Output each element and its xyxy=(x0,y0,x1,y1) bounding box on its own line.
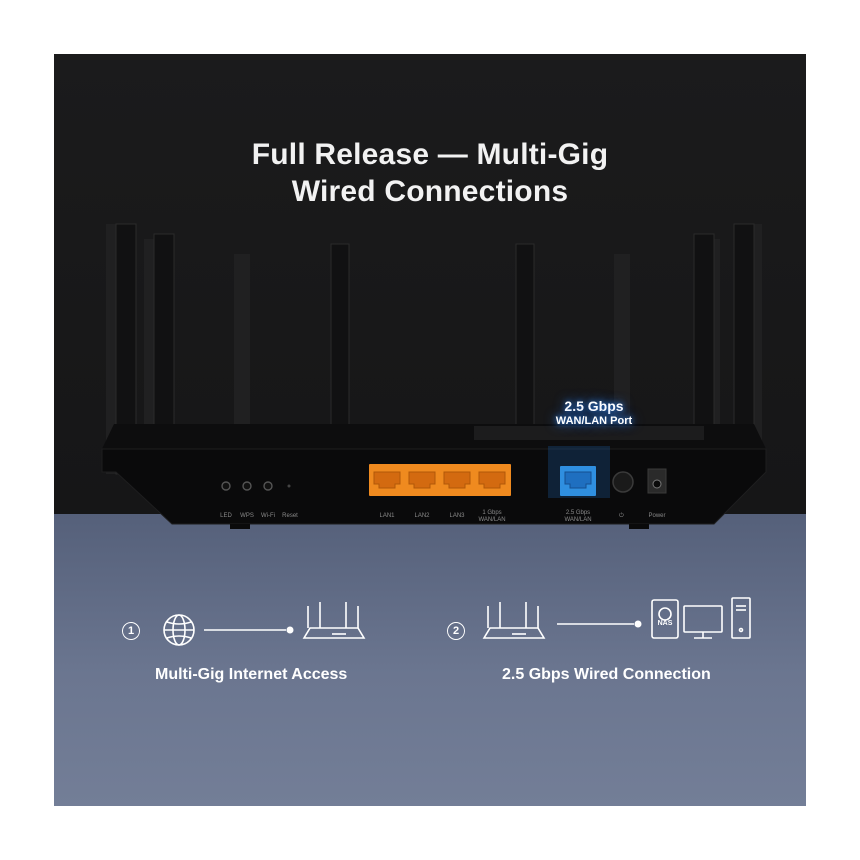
port4-speed: 1 Gbps xyxy=(482,510,502,516)
callout-port: WAN/LAN Port xyxy=(555,415,633,427)
desktop-tower-icon xyxy=(731,597,751,639)
wan-port-callout: 2.5 Gbps WAN/LAN Port xyxy=(534,398,654,427)
router-vent xyxy=(474,426,704,440)
router-illustration: ⏻ xyxy=(101,223,767,646)
reset-pinhole xyxy=(287,484,291,488)
feature-2-number: 2 xyxy=(447,622,465,640)
feature-1-caption: Multi-Gig Internet Access xyxy=(155,666,348,683)
feature-1-diagram xyxy=(163,602,366,646)
lan1-label: LAN1 xyxy=(379,513,395,519)
wifi-label: Wi-Fi xyxy=(261,513,275,519)
reset-label: Reset xyxy=(282,513,298,519)
wps-button xyxy=(242,481,252,491)
feature-2-caption: 2.5 Gbps Wired Connection xyxy=(502,666,711,683)
port4-type: WAN/LAN xyxy=(478,517,506,523)
lan1-port xyxy=(373,471,401,489)
wps-label: WPS xyxy=(240,513,254,519)
lan2-port xyxy=(408,471,436,489)
nas-icon xyxy=(651,599,679,639)
headline-line-2: Wired Connections xyxy=(291,175,569,208)
nas-label: NAS xyxy=(657,620,673,627)
lan3-port xyxy=(443,471,471,489)
wan-lan-1g-port xyxy=(478,471,506,489)
wan-port-type: WAN/LAN xyxy=(564,517,592,523)
router-icon-1 xyxy=(302,602,366,639)
led-button xyxy=(221,481,231,491)
led-label: LED xyxy=(220,513,232,519)
power-button xyxy=(612,471,634,493)
rear-buttons xyxy=(221,481,273,491)
globe-icon xyxy=(163,614,195,646)
power-label: Power xyxy=(648,513,666,519)
wifi-button xyxy=(263,481,273,491)
lan3-label: LAN3 xyxy=(449,513,465,519)
lan2-label: LAN2 xyxy=(414,513,430,519)
headline-line-1: Full Release — Multi-Gig xyxy=(251,138,609,171)
lan-port-block xyxy=(369,464,511,496)
power-symbol-icon: ⏻ xyxy=(619,512,624,519)
slate-background xyxy=(54,514,806,806)
port4-label: 1 Gbps WAN/LAN xyxy=(472,510,512,524)
product-banner: ⏻ xyxy=(54,54,806,806)
callout-speed: 2.5 Gbps xyxy=(564,398,624,414)
monitor-icon xyxy=(683,605,723,639)
wan-port-label: 2.5 Gbps WAN/LAN xyxy=(558,510,598,524)
feature-2-diagram xyxy=(482,597,751,639)
feature-1-number: 1 xyxy=(122,622,140,640)
router-icon-2 xyxy=(482,602,546,639)
wan-port-speed: 2.5 Gbps xyxy=(565,510,591,516)
